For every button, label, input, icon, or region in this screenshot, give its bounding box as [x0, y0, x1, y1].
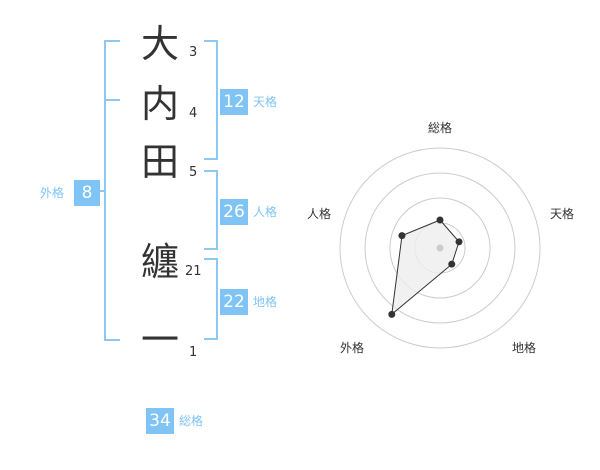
- name-char-5: 一: [140, 318, 179, 362]
- gaikaku-label: 外格: [40, 186, 65, 200]
- stroke-count-1: 3: [189, 45, 198, 60]
- radar-grid-ring: [364, 172, 516, 324]
- tenkaku-bracket: [204, 40, 218, 160]
- radar-center-dot: [436, 244, 444, 252]
- radar-axis-label-1: 総格: [428, 120, 452, 135]
- name-char-2: 内: [140, 82, 179, 126]
- jinkaku-bracket: [204, 170, 218, 250]
- tenkaku-value-box: 12: [220, 89, 248, 115]
- soukaku-label: 総格: [179, 414, 204, 428]
- jinkaku-label: 人格: [253, 205, 278, 219]
- gaikaku-bracket-tick-top: [104, 99, 120, 101]
- chikaku-value-box: 22: [220, 289, 248, 315]
- radar-point-5: [398, 232, 406, 240]
- name-char-1: 大: [140, 22, 179, 66]
- stroke-count-4: 21: [185, 264, 202, 279]
- gaikaku-bracket: [104, 40, 120, 341]
- gaikaku-value-box: 8: [74, 180, 100, 206]
- radar-axis-label-3: 地格: [512, 340, 536, 355]
- radar-point-3: [448, 260, 456, 268]
- radar-point-2: [455, 238, 463, 246]
- radar-series-polygon: [391, 219, 460, 316]
- stroke-count-3: 5: [189, 165, 198, 180]
- radar-axis-label-2: 天格: [550, 206, 574, 221]
- name-char-4: 纏: [140, 240, 179, 284]
- tenkaku-label: 天格: [253, 95, 278, 109]
- name-char-3: 田: [140, 140, 179, 184]
- jinkaku-value-box: 26: [220, 199, 248, 225]
- radar-axis-label-4: 外格: [340, 340, 364, 355]
- radar-point-4: [388, 310, 396, 318]
- radar-grid-ring: [339, 147, 541, 349]
- chikaku-label: 地格: [253, 295, 278, 309]
- radar-point-1: [436, 216, 444, 224]
- soukaku-value-box: 34: [146, 408, 174, 434]
- radar-axis-label-5: 人格: [307, 206, 331, 221]
- chikaku-bracket: [204, 258, 218, 340]
- stroke-count-2: 4: [189, 106, 198, 121]
- radar-grid-ring: [389, 197, 491, 299]
- stroke-count-5: 1: [189, 345, 198, 360]
